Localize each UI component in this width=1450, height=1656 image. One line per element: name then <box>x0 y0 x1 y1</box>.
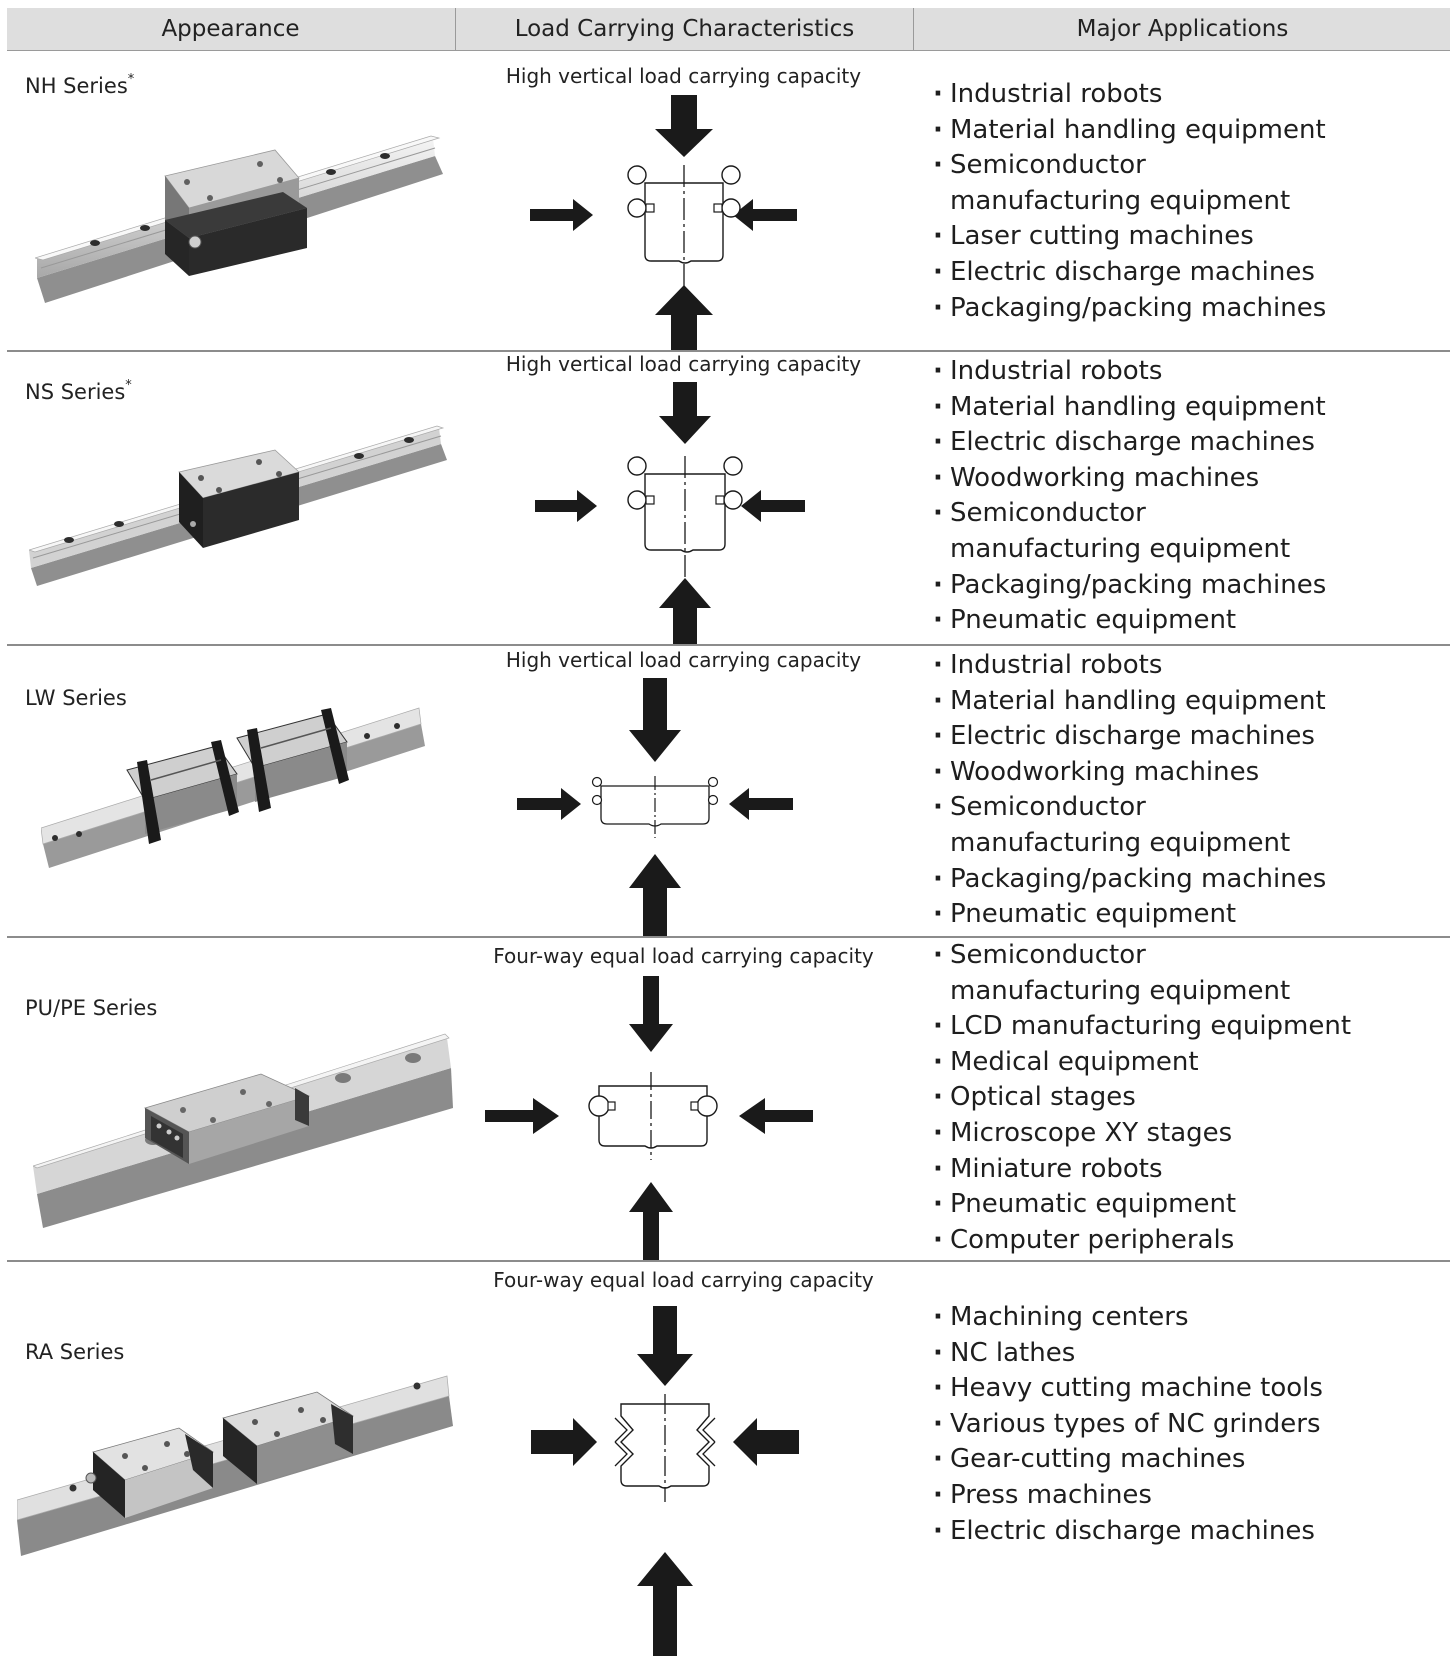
load-direction-diagram <box>517 678 793 936</box>
load-capacity-caption: High vertical load carrying capacity <box>505 352 862 376</box>
applications-list: Industrial robots Material handling equi… <box>933 648 1326 933</box>
arrow-up-icon <box>659 578 711 644</box>
list-item: Material handling equipment <box>933 390 1326 426</box>
list-item: Woodworking machines <box>933 755 1326 791</box>
series-name: NH Series* <box>25 72 135 98</box>
list-item: Semiconductor <box>933 496 1326 532</box>
arrow-left-icon <box>741 490 805 522</box>
list-item: Packaging/packing machines <box>933 291 1326 327</box>
list-item: Material handling equipment <box>933 113 1326 149</box>
arrow-left-icon <box>729 788 793 820</box>
arrow-right-icon <box>530 199 593 231</box>
arrow-left-icon <box>733 199 797 231</box>
list-item: Miniature robots <box>933 1152 1351 1188</box>
list-item: manufacturing equipment <box>950 533 1291 564</box>
ns-series-product-image <box>29 425 447 586</box>
list-item: Electric discharge machines <box>933 719 1326 755</box>
footnote-mark: * <box>125 378 132 393</box>
list-item: manufacturing equipment <box>950 975 1291 1006</box>
list-item: Material handling equipment <box>933 684 1326 720</box>
applications-list: Industrial robots Material handling equi… <box>933 77 1326 326</box>
table-row-lw: LW Series High verti <box>7 646 1450 938</box>
table-row-pu-pe: PU/PE Series Four-way equal load carryin… <box>7 938 1450 1262</box>
arrow-up-icon <box>629 854 681 936</box>
series-name: PU/PE Series <box>25 996 158 1020</box>
list-item: Optical stages <box>933 1080 1351 1116</box>
arrow-up-icon <box>655 285 713 350</box>
table-header: Appearance Load Carrying Characteristics… <box>7 8 1450 51</box>
arrow-right-icon <box>485 1098 559 1134</box>
list-item: Laser cutting machines <box>933 219 1326 255</box>
list-item: Press machines <box>933 1478 1323 1514</box>
arrow-right-icon <box>517 788 581 820</box>
arrow-up-icon <box>637 1552 693 1656</box>
applications-list: Semiconductor manufacturing equipment LC… <box>933 938 1351 1258</box>
load-capacity-caption: Four-way equal load carrying capacity <box>493 1268 874 1292</box>
applications-list: Industrial robots Material handling equi… <box>933 354 1326 639</box>
list-item: Semiconductor <box>933 148 1326 184</box>
table-row-nh: NH Series* High vertical <box>7 50 1450 352</box>
header-appearance: Appearance <box>161 16 300 42</box>
list-item: Electric discharge machines <box>933 1514 1323 1550</box>
load-direction-diagram <box>531 1306 799 1656</box>
list-item: Microscope XY stages <box>933 1116 1351 1152</box>
list-item: Machining centers <box>933 1300 1323 1336</box>
list-item: manufacturing equipment <box>950 185 1291 216</box>
load-direction-diagram <box>530 95 797 350</box>
list-item: NC lathes <box>933 1336 1323 1372</box>
lw-series-product-image <box>41 707 425 868</box>
list-item: Semiconductor <box>933 790 1326 826</box>
list-item: Industrial robots <box>933 77 1326 113</box>
list-item: Packaging/packing machines <box>933 862 1326 898</box>
load-capacity-caption: Four-way equal load carrying capacity <box>493 944 874 968</box>
load-direction-diagram <box>485 976 813 1260</box>
list-item: Packaging/packing machines <box>933 568 1326 604</box>
arrow-down-icon <box>629 976 673 1052</box>
arrow-left-icon <box>733 1418 799 1466</box>
list-item: LCD manufacturing equipment <box>933 1009 1351 1045</box>
series-name: LW Series <box>25 686 127 710</box>
table-row-ra: RA Series Four-way equal load carryi <box>7 1262 1450 1656</box>
list-item: Pneumatic equipment <box>933 897 1326 933</box>
load-capacity-caption: High vertical load carrying capacity <box>505 64 862 88</box>
list-item: manufacturing equipment <box>950 827 1291 858</box>
list-item: Computer peripherals <box>933 1223 1351 1259</box>
ra-series-product-image <box>17 1375 453 1556</box>
list-item: Heavy cutting machine tools <box>933 1371 1323 1407</box>
header-major-applications: Major Applications <box>913 8 1450 50</box>
footnote-mark: * <box>127 72 135 87</box>
arrow-right-icon <box>535 490 597 522</box>
arrow-right-icon <box>531 1418 597 1466</box>
header-load-carrying: Load Carrying Characteristics <box>455 8 913 50</box>
list-item: Electric discharge machines <box>933 255 1326 291</box>
list-item: Medical equipment <box>933 1045 1351 1081</box>
list-item: Woodworking machines <box>933 461 1326 497</box>
list-item: Industrial robots <box>933 648 1326 684</box>
applications-list: Machining centers NC lathes Heavy cuttin… <box>933 1300 1323 1549</box>
series-name: RA Series <box>25 1340 125 1364</box>
list-item: Gear-cutting machines <box>933 1442 1323 1478</box>
load-direction-diagram <box>535 382 805 644</box>
list-item: Pneumatic equipment <box>933 1187 1351 1223</box>
list-item: Pneumatic equipment <box>933 603 1326 639</box>
arrow-down-icon <box>659 382 711 444</box>
load-capacity-caption: High vertical load carrying capacity <box>505 648 862 672</box>
nh-series-product-image <box>35 135 443 303</box>
table-row-ns: NS Series* High vertical load carrying c… <box>7 352 1450 646</box>
arrow-up-icon <box>629 1182 673 1260</box>
list-item: Various types of NC grinders <box>933 1407 1323 1443</box>
arrow-down-icon <box>655 95 713 157</box>
pu-pe-series-product-image <box>33 1033 453 1228</box>
arrow-down-icon <box>629 678 681 762</box>
arrow-left-icon <box>739 1098 813 1134</box>
list-item: Electric discharge machines <box>933 425 1326 461</box>
list-item: Semiconductor <box>933 938 1351 974</box>
list-item: Industrial robots <box>933 354 1326 390</box>
arrow-down-icon <box>637 1306 693 1386</box>
series-name: NS Series* <box>25 378 132 404</box>
